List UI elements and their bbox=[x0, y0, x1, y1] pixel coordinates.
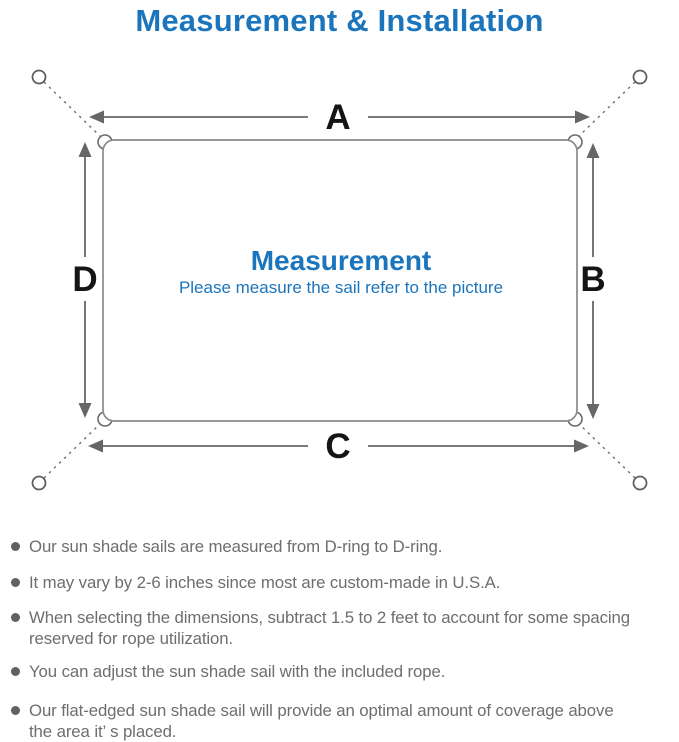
note-text-line: You can adjust the sun shade sail with t… bbox=[29, 662, 446, 681]
sail-outline bbox=[102, 139, 578, 422]
anchor-point-icon-top-right bbox=[632, 69, 648, 85]
note-item: It may vary by 2-6 inches since most are… bbox=[11, 572, 677, 593]
bullet-dot-icon bbox=[11, 706, 20, 715]
dimension-arrow-left-d: D bbox=[72, 142, 98, 418]
note-text-line: reserved for rope utilization. bbox=[29, 629, 234, 648]
rope-dashed-line-bottom-left bbox=[43, 423, 101, 479]
note-text-line: Our sun shade sails are measured from D-… bbox=[29, 537, 443, 556]
note-item: Our flat-edged sun shade sail will provi… bbox=[11, 700, 677, 742]
sail-measurement-diagram: A C D B Measurement Please meas bbox=[31, 69, 648, 491]
note-text-line: It may vary by 2-6 inches since most are… bbox=[29, 573, 501, 592]
arrowhead-down-icon bbox=[78, 403, 92, 418]
dimension-label-a: A bbox=[325, 98, 350, 137]
arrowhead-left-icon bbox=[89, 110, 104, 124]
note-item: You can adjust the sun shade sail with t… bbox=[11, 661, 677, 682]
note-text-line: When selecting the dimensions, subtract … bbox=[29, 608, 631, 627]
rope-dashed-line-top-left bbox=[43, 81, 101, 137]
note-text-line: the area it’ s placed. bbox=[29, 722, 177, 741]
bullet-dot-icon bbox=[11, 578, 20, 587]
dimension-arrow-right-b: B bbox=[580, 143, 606, 419]
bullet-dot-icon bbox=[11, 613, 20, 622]
arrowhead-left-icon bbox=[88, 439, 103, 453]
note-item: When selecting the dimensions, subtract … bbox=[11, 607, 677, 649]
bullet-dot-icon bbox=[11, 542, 20, 551]
arrowhead-right-icon bbox=[574, 439, 589, 453]
measurement-caption: Measurement bbox=[251, 245, 432, 276]
note-text-line: Our flat-edged sun shade sail will provi… bbox=[29, 701, 614, 720]
dimension-arrow-top-a: A bbox=[89, 98, 590, 137]
measurement-subcaption: Please measure the sail refer to the pic… bbox=[179, 278, 503, 297]
anchor-point-icon-bottom-right bbox=[632, 475, 648, 491]
dimension-arrow-bottom-c: C bbox=[88, 427, 589, 466]
dimension-label-c: C bbox=[325, 427, 350, 466]
anchor-point-icon-top-left bbox=[31, 69, 47, 85]
arrowhead-up-icon bbox=[78, 142, 92, 157]
arrowhead-right-icon bbox=[575, 110, 590, 124]
note-item: Our sun shade sails are measured from D-… bbox=[11, 536, 677, 557]
rope-dashed-line-top-right bbox=[578, 81, 636, 137]
dimension-label-b: B bbox=[580, 260, 605, 299]
rope-dashed-line-bottom-right bbox=[578, 423, 636, 479]
dimension-label-d: D bbox=[72, 260, 97, 299]
arrowhead-down-icon bbox=[586, 404, 600, 419]
arrowhead-up-icon bbox=[586, 143, 600, 158]
page-title: Measurement & Installation bbox=[135, 3, 544, 38]
anchor-point-icon-bottom-left bbox=[31, 475, 47, 491]
bullet-dot-icon bbox=[11, 667, 20, 676]
